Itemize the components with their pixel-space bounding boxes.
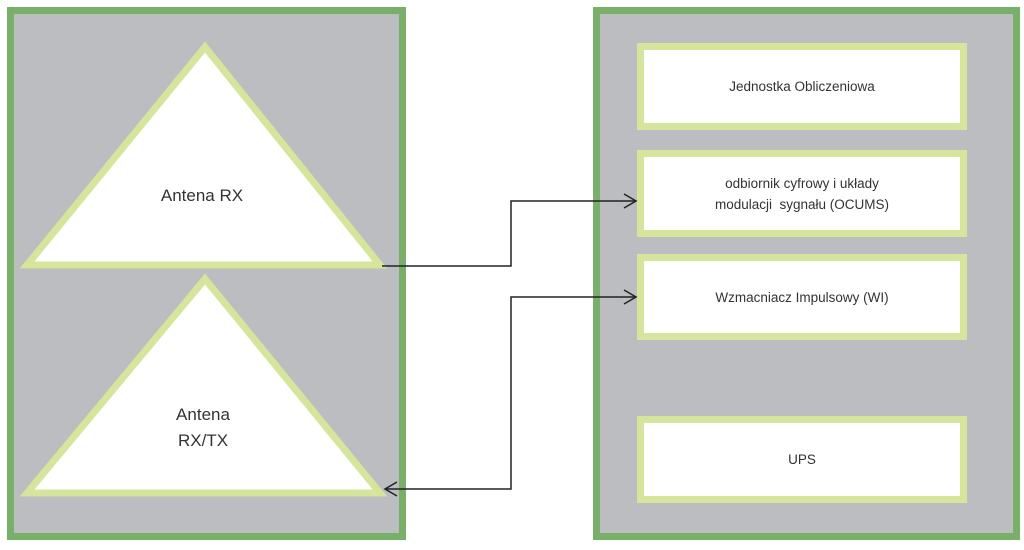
antenna-rx-label: Antena RX	[161, 186, 243, 205]
antenna-rx-triangle	[19, 41, 388, 269]
antenna-rxtx-label-line-2: RX/TX	[178, 431, 228, 450]
box-label-line: Wzmacniacz Impulsowy (WI)	[715, 289, 889, 305]
computing-unit-box: Jednostka Obliczeniowa	[637, 43, 967, 130]
arrowhead-right-icon	[623, 289, 638, 305]
pulse-amplifier-box: Wzmacniacz Impulsowy (WI)	[637, 254, 967, 340]
ocums-box: odbiornik cyfrowy i układy modulacji syg…	[637, 150, 967, 237]
box-label-line: Jednostka Obliczeniowa	[729, 79, 875, 94]
arrowhead-left-icon	[383, 481, 398, 497]
connector-wi-to-rxtx	[385, 296, 636, 490]
antenna-rxtx-label-line-1: Antena	[176, 405, 230, 424]
ups-box: UPS	[637, 416, 967, 503]
arrowhead-right-icon	[623, 193, 638, 209]
antenna-rxtx-triangle	[19, 273, 388, 497]
box-label-line: UPS	[788, 452, 816, 467]
connector-rx-to-ocums	[382, 200, 636, 267]
box-label-line: odbiornik cyfrowy i układy	[725, 175, 879, 191]
box-label-line: modulacji sygnału (OCUMS)	[714, 196, 890, 212]
